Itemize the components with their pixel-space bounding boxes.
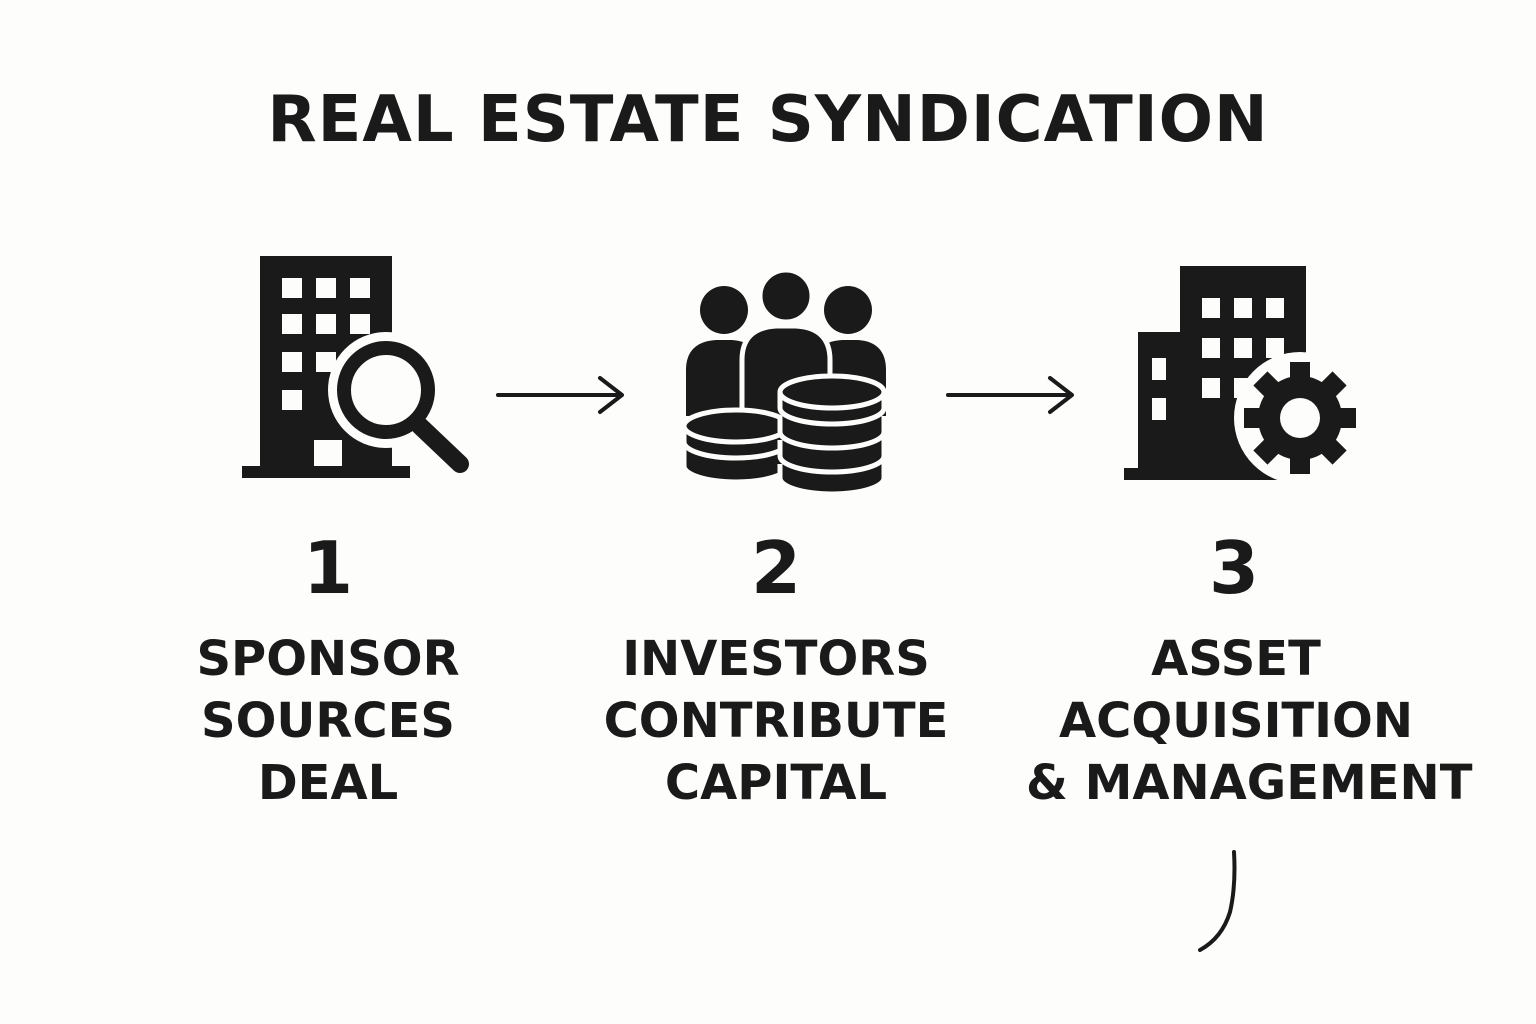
investors-coins-icon — [681, 267, 887, 496]
step-label-3: ASSET ACQUISITION & MANAGEMENT — [1026, 628, 1473, 814]
step-label-line: CONTRIBUTE — [603, 693, 949, 749]
arrow-right-icon — [496, 376, 624, 414]
diagram-title: REAL ESTATE SYNDICATION — [267, 83, 1269, 157]
building-magnifier-icon — [242, 256, 475, 479]
step-label-line: DEAL — [257, 755, 399, 811]
arrow-right-icon — [946, 376, 1074, 414]
step-label-line: & MANAGEMENT — [1026, 755, 1473, 811]
step-label-1: SPONSOR SOURCES DEAL — [118, 628, 538, 814]
step-label-line: ACQUISITION — [1058, 693, 1414, 749]
step-number-2: 2 — [750, 526, 802, 610]
decorative-stroke — [1198, 850, 1237, 952]
step-label-line: INVESTORS — [622, 631, 930, 687]
step-label-line: SPONSOR — [196, 631, 460, 687]
step-label-line: ASSET — [1151, 631, 1321, 687]
step-number-1: 1 — [302, 526, 354, 610]
step-number-3: 3 — [1208, 526, 1260, 610]
step-label-line: SOURCES — [201, 693, 455, 749]
step-label-line: CAPITAL — [664, 755, 888, 811]
building-gear-icon — [1124, 266, 1366, 484]
step-label-2: INVESTORS CONTRIBUTE CAPITAL — [566, 628, 986, 814]
